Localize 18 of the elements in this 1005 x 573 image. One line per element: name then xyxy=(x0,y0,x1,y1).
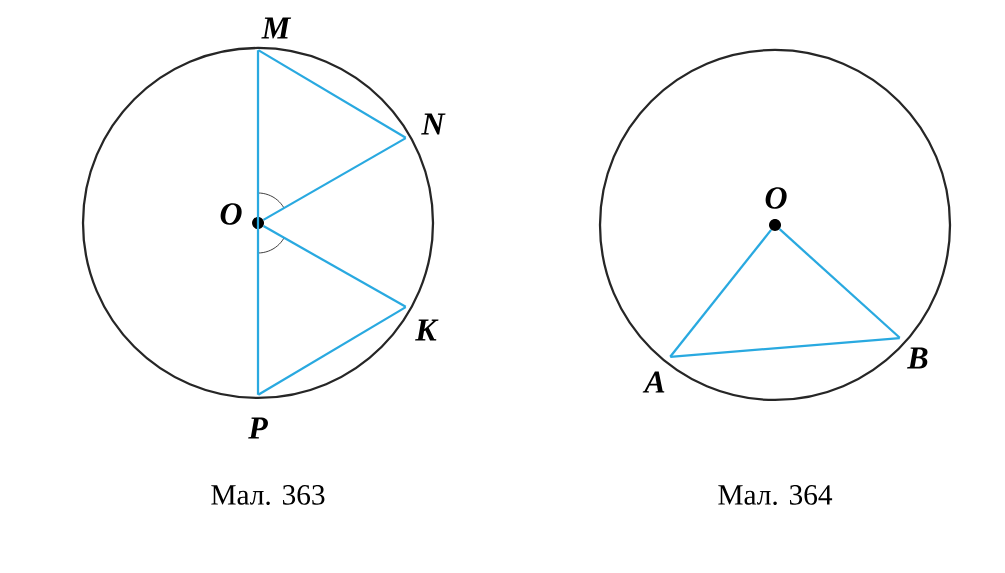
point-label: O xyxy=(765,187,787,209)
point-label: K xyxy=(415,319,439,341)
figure-caption: Мал. 363 xyxy=(211,485,325,505)
segment xyxy=(257,49,407,139)
segment xyxy=(262,225,407,308)
point-label: B xyxy=(907,347,928,369)
point-label: M xyxy=(261,17,292,39)
segment xyxy=(669,229,772,358)
point-label: A xyxy=(642,371,665,393)
point-label: O xyxy=(220,203,242,225)
figure-caption: Мал. 364 xyxy=(718,485,833,505)
point-label: P xyxy=(248,417,268,439)
segment xyxy=(670,336,900,359)
segment xyxy=(778,228,901,339)
point-label: N xyxy=(421,113,446,135)
segment xyxy=(256,50,260,395)
segment xyxy=(257,306,407,396)
segment xyxy=(262,137,407,221)
